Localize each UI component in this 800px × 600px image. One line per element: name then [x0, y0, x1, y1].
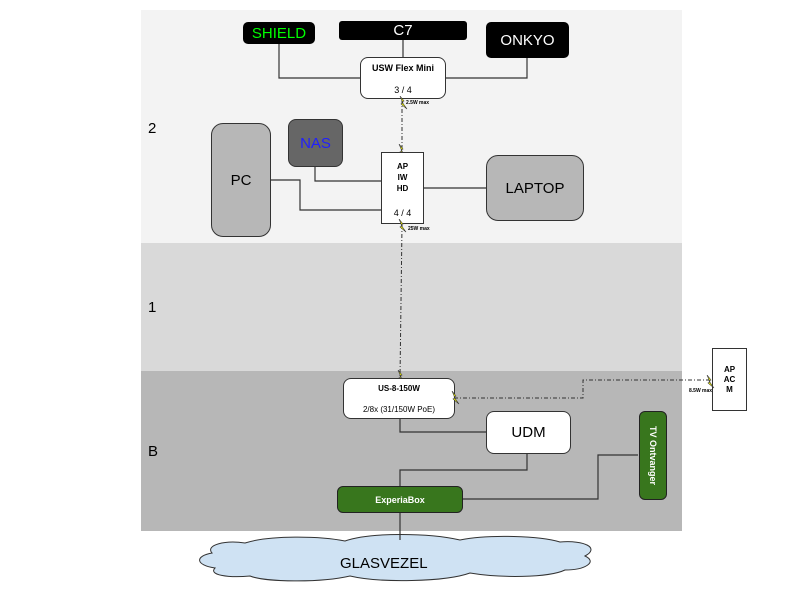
nas-label: NAS: [300, 134, 331, 152]
laptop-label: LAPTOP: [505, 179, 565, 197]
zone-label-b: B: [148, 443, 159, 460]
ap-iw-hd-line3: HD: [396, 184, 409, 193]
poe-wire-switch-apacm: [454, 379, 712, 399]
ap-iw-hd-ports: 4 / 4: [393, 208, 412, 218]
usw-flex-mini-ports: 3 / 4: [394, 85, 412, 95]
wire-udm-experiabox: [399, 453, 528, 486]
poe-bolt-icon: [398, 219, 407, 233]
poe-bolt-icon: [706, 375, 715, 389]
ap-iw-hd-line2: IW: [397, 173, 408, 182]
onkyo-label: ONKYO: [500, 31, 555, 49]
wire-nas-ap: [314, 166, 381, 182]
usw-flex-mini-poe-label: 2.5W max: [406, 100, 430, 106]
shield-label: SHIELD: [251, 24, 307, 42]
ap-iw-hd-poe-label: 25W max: [408, 226, 430, 232]
nas-node[interactable]: NAS: [288, 119, 343, 167]
wire-shield-flexmini: [278, 44, 360, 79]
us-8-150w-title: US-8-150W: [378, 384, 420, 393]
zone-floor-1: [141, 243, 682, 371]
wire-switch-udm: [399, 418, 486, 433]
udm-label: UDM: [511, 424, 546, 441]
pc-node[interactable]: PC: [211, 123, 271, 237]
us-8-150w-ports: 2/8x (31/150W PoE): [362, 405, 436, 414]
ap-ac-m-line3: M: [726, 384, 733, 394]
glasvezel-label: GLASVEZEL: [340, 555, 428, 572]
usw-flex-mini-node[interactable]: USW Flex Mini 3 / 4: [360, 57, 446, 99]
onkyo-node[interactable]: ONKYO: [486, 22, 569, 58]
c7-node[interactable]: C7: [339, 21, 467, 40]
poe-bolt-icon: [399, 96, 408, 110]
laptop-node[interactable]: LAPTOP: [486, 155, 584, 221]
wire-onkyo-flexmini: [446, 58, 528, 79]
tv-ontvanger-label: TV Ontvanger: [648, 425, 658, 485]
glasvezel-cloud: [199, 534, 592, 582]
ap-ac-m-node[interactable]: AP AC M: [712, 348, 747, 411]
poe-wire-switch-ap: [399, 224, 403, 379]
usw-flex-mini-title: USW Flex Mini: [371, 63, 434, 73]
ap-ac-m-line1: AP: [723, 364, 736, 374]
wire-pc-ap: [271, 179, 381, 211]
poe-bolt-icon: [451, 391, 460, 405]
ap-ac-m-poe-label: 8.5W max: [689, 388, 713, 394]
pc-label: PC: [230, 171, 252, 189]
tv-ontvanger-node[interactable]: TV Ontvanger: [639, 411, 667, 500]
ap-iw-hd-node[interactable]: AP IW HD 4 / 4: [381, 152, 424, 224]
zone-label-1: 1: [148, 299, 157, 316]
udm-node[interactable]: UDM: [486, 411, 571, 454]
ap-iw-hd-line1: AP: [396, 162, 409, 171]
experiabox-label: ExperiaBox: [375, 494, 425, 505]
experiabox-node[interactable]: ExperiaBox: [337, 486, 463, 513]
c7-label: C7: [393, 22, 413, 39]
us-8-150w-node[interactable]: US-8-150W 2/8x (31/150W PoE): [343, 378, 455, 419]
zone-label-2: 2: [148, 120, 157, 137]
wire-experiabox-tv: [462, 454, 638, 500]
shield-node[interactable]: SHIELD: [243, 22, 315, 44]
ap-ac-m-line2: AC: [723, 374, 736, 384]
